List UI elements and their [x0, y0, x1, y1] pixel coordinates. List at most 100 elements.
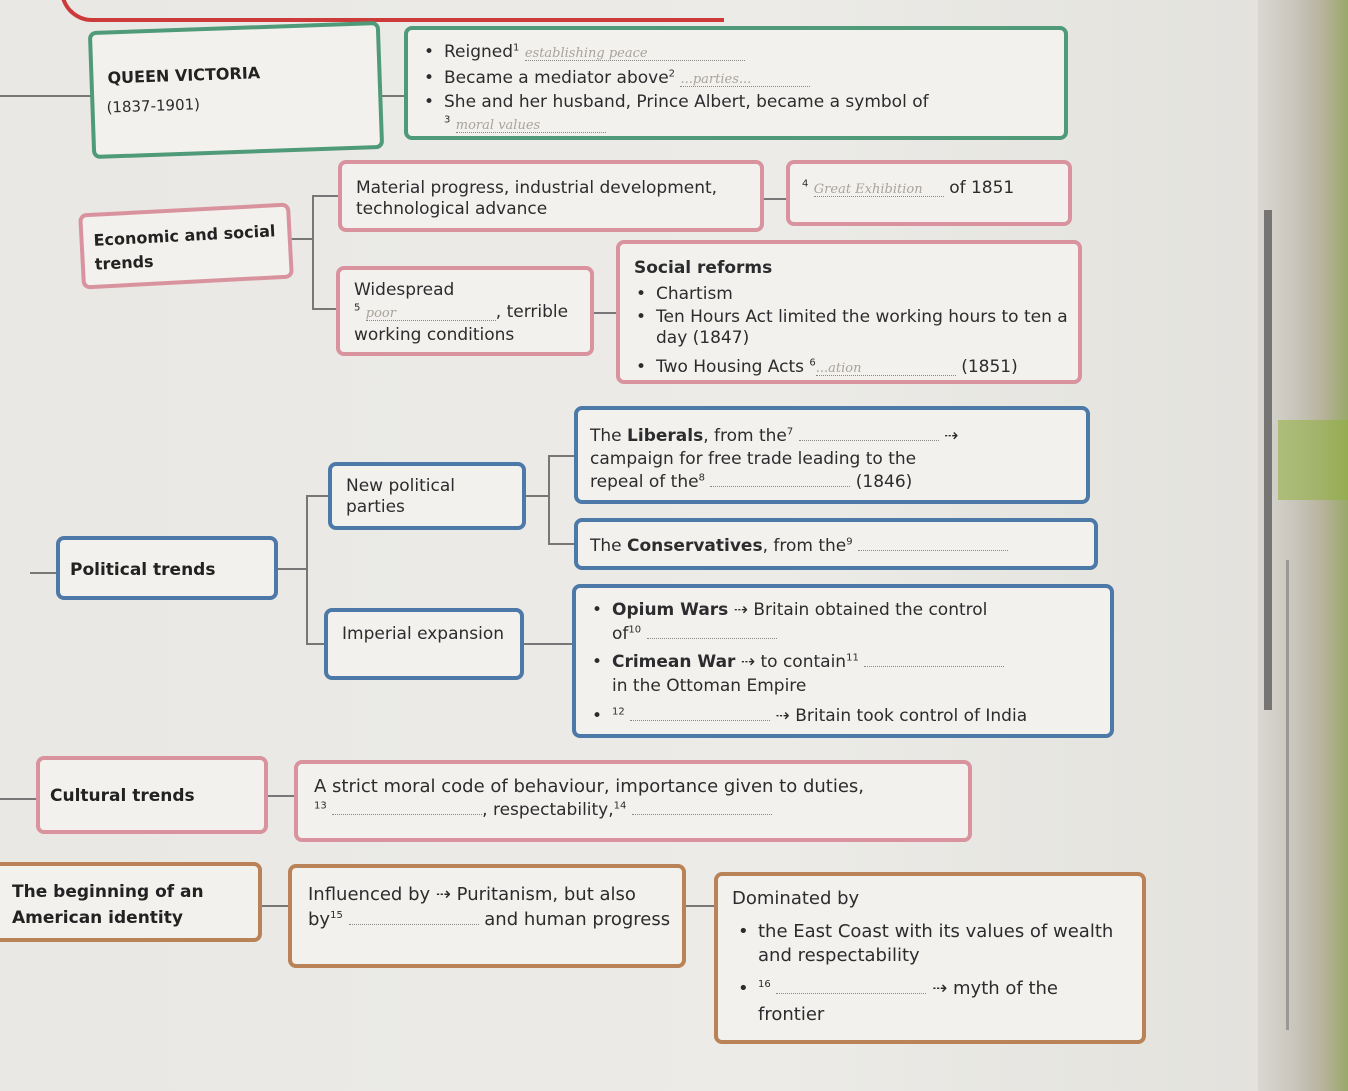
dominated-item: the East Coast with its values of wealth…	[734, 920, 1118, 969]
blank-number: 4	[802, 178, 809, 190]
blank-number: 13	[314, 800, 327, 812]
reform-item: Ten Hours Act limited the working hours …	[632, 307, 1076, 348]
blank-number: 7	[786, 426, 794, 438]
year: (1846)	[855, 472, 913, 492]
text: , respectability,	[482, 800, 614, 820]
india-item: 12 ⇢ Britain took control of India	[588, 706, 1027, 727]
economic-social-box: Economic and social trends	[78, 202, 294, 290]
blank-line	[646, 624, 777, 639]
crimean-item: Crimean War ⇢ to contain11	[588, 652, 1005, 673]
blank-number: 14	[613, 800, 627, 812]
blank-number: 3	[444, 114, 451, 126]
connector	[278, 568, 306, 570]
blank-number: 15	[330, 910, 343, 922]
blank-number: 9	[846, 536, 853, 548]
american-identity-box: The beginning of an American identity	[0, 862, 262, 942]
exhibition-suffix: of 1851	[949, 178, 1015, 198]
reforms-title: Social reforms	[634, 258, 773, 278]
blank-number: 16	[758, 979, 771, 990]
liberals-line-3: repeal of the8 (1846)	[590, 472, 912, 493]
text: ⇢ Britain obtained the control	[733, 600, 988, 620]
edge-stripe	[1264, 210, 1272, 710]
connector	[686, 905, 716, 907]
blank-line	[348, 910, 479, 926]
blank-number: 5	[354, 302, 361, 314]
blank-line	[630, 706, 771, 721]
handwritten-answer: Great Exhibition	[813, 182, 944, 197]
handwritten-answer: establishing peace	[524, 46, 745, 61]
opium-item: Opium Wars ⇢ Britain obtained the contro…	[588, 600, 987, 621]
conservatives-party: Conservatives	[627, 536, 763, 556]
reform-label: Two Housing Acts	[656, 357, 804, 377]
cultural-details-box: A strict moral code of behaviour, import…	[294, 760, 972, 842]
text: ⇢ Britain took control of India	[775, 706, 1028, 726]
blank-number: 1	[513, 42, 520, 54]
text: progress	[592, 909, 671, 931]
social-reforms-box: Social reforms Chartism Ten Hours Act li…	[616, 240, 1082, 384]
text: of	[612, 624, 629, 644]
dominated-item-2: 16 ⇢ myth of the	[734, 978, 1058, 1000]
liberals-box: The Liberals, from the7 ⇢ campaign for f…	[574, 406, 1090, 504]
fact-label: Reigned	[444, 42, 514, 62]
conservatives-line: The Conservatives, from the9	[590, 536, 1009, 557]
blank-line	[776, 979, 927, 994]
american-title: The beginning of an American identity	[12, 882, 204, 928]
edge-stripe	[1286, 560, 1289, 1030]
connector	[312, 195, 314, 310]
blank-number: 6	[809, 357, 816, 369]
liberals-party: Liberals	[627, 426, 704, 446]
handwritten-answer: ...parties...	[680, 72, 811, 87]
opium-item-2: of10	[612, 624, 777, 645]
blank-number: 8	[698, 472, 705, 484]
connector	[0, 95, 92, 97]
influenced-box: Influenced by ⇢ Puritanism, but also by1…	[288, 864, 686, 968]
text: The	[590, 426, 622, 446]
imperial-expansion-box: Imperial expansion	[324, 608, 524, 680]
material-progress-box: Material progress, industrial developmen…	[338, 160, 764, 232]
queen-fact-3: She and her husband, Prince Albert, beca…	[420, 92, 929, 113]
widespread-box: Widespread 5 poor, terrible working cond…	[336, 266, 594, 356]
crimean-end: in the Ottoman Empire	[612, 676, 807, 696]
dominated-box: Dominated by the East Coast with its val…	[714, 872, 1146, 1044]
connector	[548, 543, 574, 545]
decorative-red-line	[60, 0, 724, 22]
dominated-end: frontier	[758, 1004, 825, 1025]
connector	[312, 308, 338, 310]
connector	[30, 572, 58, 574]
cultural-text-1: A strict moral code of behaviour, import…	[314, 776, 865, 797]
dominated-title: Dominated by	[732, 888, 860, 909]
queen-title: QUEEN VICTORIA	[107, 63, 261, 88]
connector	[762, 198, 788, 200]
queen-fact-3-answer: 3 moral values	[444, 114, 606, 135]
blank-line	[864, 652, 1005, 667]
exhibition-box: 4 Great Exhibition of 1851	[786, 160, 1072, 226]
connector	[548, 455, 574, 457]
political-title: Political trends	[70, 560, 216, 580]
widespread-blank: 5 poor, terrible	[354, 302, 568, 323]
parties-label: New political parties	[346, 476, 455, 517]
queen-fact-2: Became a mediator above2 ...parties...	[420, 68, 811, 89]
exhibition-line: 4 Great Exhibition of 1851	[802, 178, 1014, 199]
reform-year: (1851)	[961, 357, 1018, 377]
widespread-label: Widespread	[354, 280, 455, 300]
text: , from the	[703, 426, 787, 446]
blank-line	[798, 426, 939, 441]
cultural-text-2: 13 , respectability,14	[314, 800, 772, 821]
blank-number: 11	[846, 652, 859, 664]
political-trends-box: Political trends	[56, 536, 278, 600]
connector	[380, 95, 406, 97]
connector	[548, 455, 550, 545]
connector	[306, 643, 326, 645]
connector	[526, 495, 548, 497]
connector	[306, 495, 328, 497]
liberals-line-2: campaign for free trade leading to the	[590, 449, 917, 469]
cultural-trends-box: Cultural trends	[36, 756, 268, 834]
text: and human	[484, 909, 587, 931]
connector	[262, 905, 290, 907]
blank-line	[631, 800, 772, 815]
blank-line	[710, 472, 851, 487]
connector	[306, 495, 308, 645]
connector	[592, 312, 618, 314]
opium-wars: Opium Wars	[612, 600, 729, 620]
queen-facts-box: Reigned1 establishing peace Became a med…	[404, 26, 1068, 140]
